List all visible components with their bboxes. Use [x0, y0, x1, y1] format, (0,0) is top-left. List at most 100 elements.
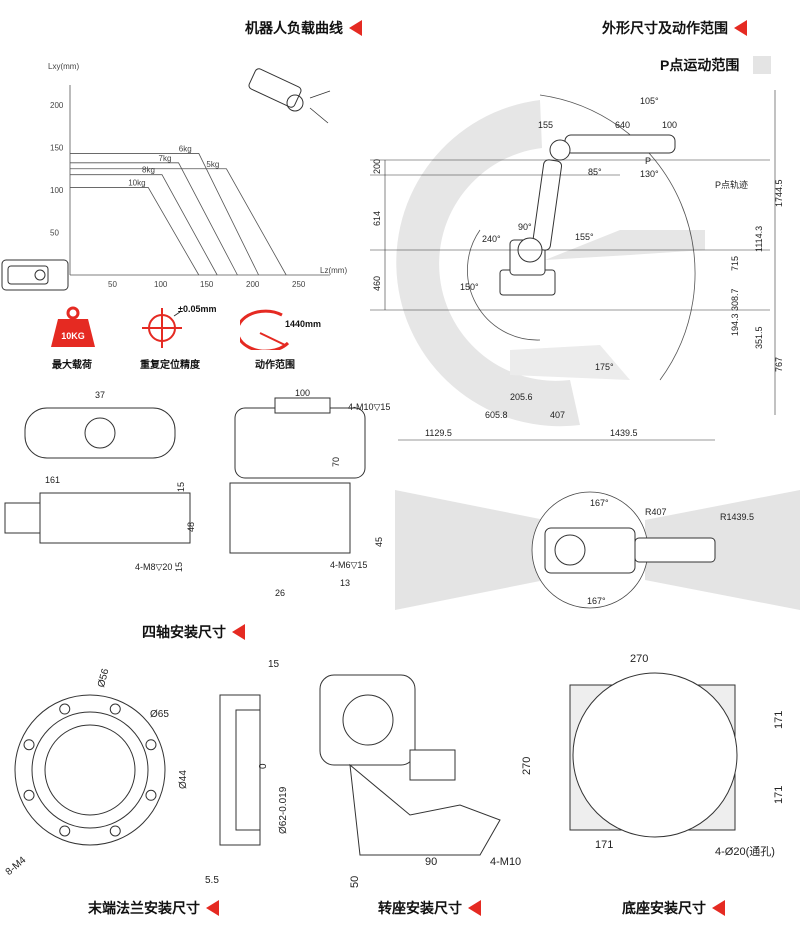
svg-text:4-M10▽15: 4-M10▽15	[348, 402, 390, 412]
svg-text:407: 407	[550, 410, 565, 420]
x-tick-label: 100	[154, 280, 168, 289]
bolt-hole	[59, 825, 71, 837]
y-tick-label: 100	[50, 186, 64, 195]
series-line-8kg	[70, 174, 218, 276]
reach-arc-icon: 1440mm	[240, 309, 321, 350]
chart-xlabel: Lz(mm)	[320, 266, 347, 275]
x-tick-label: 150	[200, 280, 214, 289]
svg-text:100: 100	[295, 388, 310, 398]
svg-text:4-M10: 4-M10	[490, 856, 521, 868]
crosshair-icon: ±0.05mm	[142, 304, 216, 348]
top-view-robot	[544, 527, 716, 574]
svg-text:R1439.5: R1439.5	[720, 512, 754, 522]
red-arrow-icon	[232, 624, 245, 640]
bolt-hole	[23, 789, 35, 801]
payload-label: 最大载荷	[52, 360, 92, 371]
svg-text:240°: 240°	[482, 234, 501, 244]
svg-text:155: 155	[538, 120, 553, 130]
svg-text:105°: 105°	[640, 96, 659, 106]
svg-text:171: 171	[773, 711, 785, 729]
rotary-seat-drawing: 90 4-M10 50	[319, 674, 521, 888]
svg-text:308.7: 308.7	[730, 288, 740, 311]
svg-text:4-M6▽15: 4-M6▽15	[330, 560, 367, 570]
svg-text:Ø65: Ø65	[150, 709, 169, 720]
svg-text:270: 270	[521, 757, 533, 775]
series-label: 7kg	[159, 154, 172, 163]
svg-text:10KG: 10KG	[61, 331, 85, 341]
svg-text:767: 767	[774, 357, 784, 372]
svg-text:13: 13	[340, 578, 350, 588]
svg-text:50: 50	[349, 876, 361, 888]
svg-text:4-Ø20(通孔): 4-Ø20(通孔)	[715, 845, 775, 858]
svg-text:1439.5: 1439.5	[610, 428, 638, 438]
gray-legend-swatch	[753, 56, 772, 74]
svg-text:200: 200	[372, 159, 382, 174]
svg-text:205.6: 205.6	[510, 392, 533, 402]
svg-text:P点轨迹: P点轨迹	[715, 179, 748, 190]
svg-text:4-M8▽20: 4-M8▽20	[135, 562, 172, 572]
rotary-mount-title: 转座安装尺寸	[378, 898, 481, 918]
bolt-hole	[109, 825, 121, 837]
series-line-6kg	[70, 153, 259, 276]
svg-text:167°: 167°	[590, 498, 609, 508]
series-label: 6kg	[179, 144, 192, 153]
svg-text:Ø56: Ø56	[96, 667, 112, 689]
y-tick-label: 50	[50, 229, 59, 238]
p-range-area	[396, 100, 580, 427]
red-arrow-icon	[734, 20, 747, 36]
payload-curve-title: 机器人负载曲线	[245, 18, 362, 38]
svg-text:15: 15	[268, 659, 280, 670]
svg-text:1440mm: 1440mm	[285, 319, 321, 329]
svg-text:48: 48	[186, 522, 196, 532]
svg-text:270: 270	[630, 653, 648, 665]
series-line-5kg	[70, 168, 287, 276]
top-view-drawing: 167° 167° R407 R1439.5	[395, 490, 800, 610]
svg-text:1744.5: 1744.5	[774, 179, 784, 207]
series-label: 10kg	[128, 178, 145, 187]
y-tick-label: 200	[50, 101, 64, 110]
svg-text:90°: 90°	[518, 222, 532, 232]
svg-text:1114.3: 1114.3	[754, 226, 764, 252]
base-mount-title: 底座安装尺寸	[622, 898, 725, 918]
series-label: 8kg	[142, 166, 155, 175]
svg-text:90: 90	[425, 856, 437, 868]
svg-text:460: 460	[372, 276, 382, 291]
red-arrow-icon	[349, 20, 362, 36]
p-range-title: P点运动范围	[660, 55, 772, 75]
flange-mount-title: 末端法兰安装尺寸	[88, 898, 219, 918]
series-line-7kg	[70, 162, 238, 276]
svg-text:37: 37	[95, 390, 105, 400]
red-arrow-icon	[206, 900, 219, 916]
x-tick-label: 200	[246, 280, 260, 289]
svg-text:1129.5: 1129.5	[425, 428, 452, 438]
svg-text:715: 715	[730, 256, 740, 271]
svg-text:175°: 175°	[595, 362, 614, 372]
flange-drawing: Ø56 Ø65 8-M4 Ø44 15 0 Ø62-0.019 5.5	[4, 659, 289, 886]
svg-text:45: 45	[374, 537, 384, 547]
x-tick-label: 250	[292, 280, 306, 289]
dimensions-title: 外形尺寸及动作范围	[602, 18, 747, 38]
svg-text:0: 0	[258, 763, 269, 769]
svg-text:171: 171	[773, 786, 785, 804]
axis4-mount-title: 四轴安装尺寸	[142, 622, 245, 642]
repeatability-label: 重复定位精度	[140, 360, 200, 371]
robot-thumbnail-icon	[248, 68, 331, 124]
svg-text:605.8: 605.8	[485, 410, 508, 420]
series-label: 5kg	[206, 160, 219, 169]
svg-text:640: 640	[615, 120, 630, 130]
bolt-hole	[145, 789, 157, 801]
svg-text:P: P	[645, 156, 651, 166]
side-view-drawing: 155 640 100 105° 85° 130° 240° 90° 155° …	[370, 90, 784, 441]
bolt-hole	[109, 703, 121, 715]
bolt-hole	[145, 739, 157, 751]
red-arrow-icon	[712, 900, 725, 916]
svg-text:±0.05mm: ±0.05mm	[178, 304, 216, 314]
gripper-icon	[1, 259, 69, 291]
svg-text:100: 100	[662, 120, 677, 130]
weight-icon: 10KG	[51, 306, 95, 347]
red-arrow-icon	[468, 900, 481, 916]
svg-text:351.5: 351.5	[754, 326, 764, 349]
svg-text:5.5: 5.5	[205, 875, 219, 886]
bolt-hole	[23, 739, 35, 751]
